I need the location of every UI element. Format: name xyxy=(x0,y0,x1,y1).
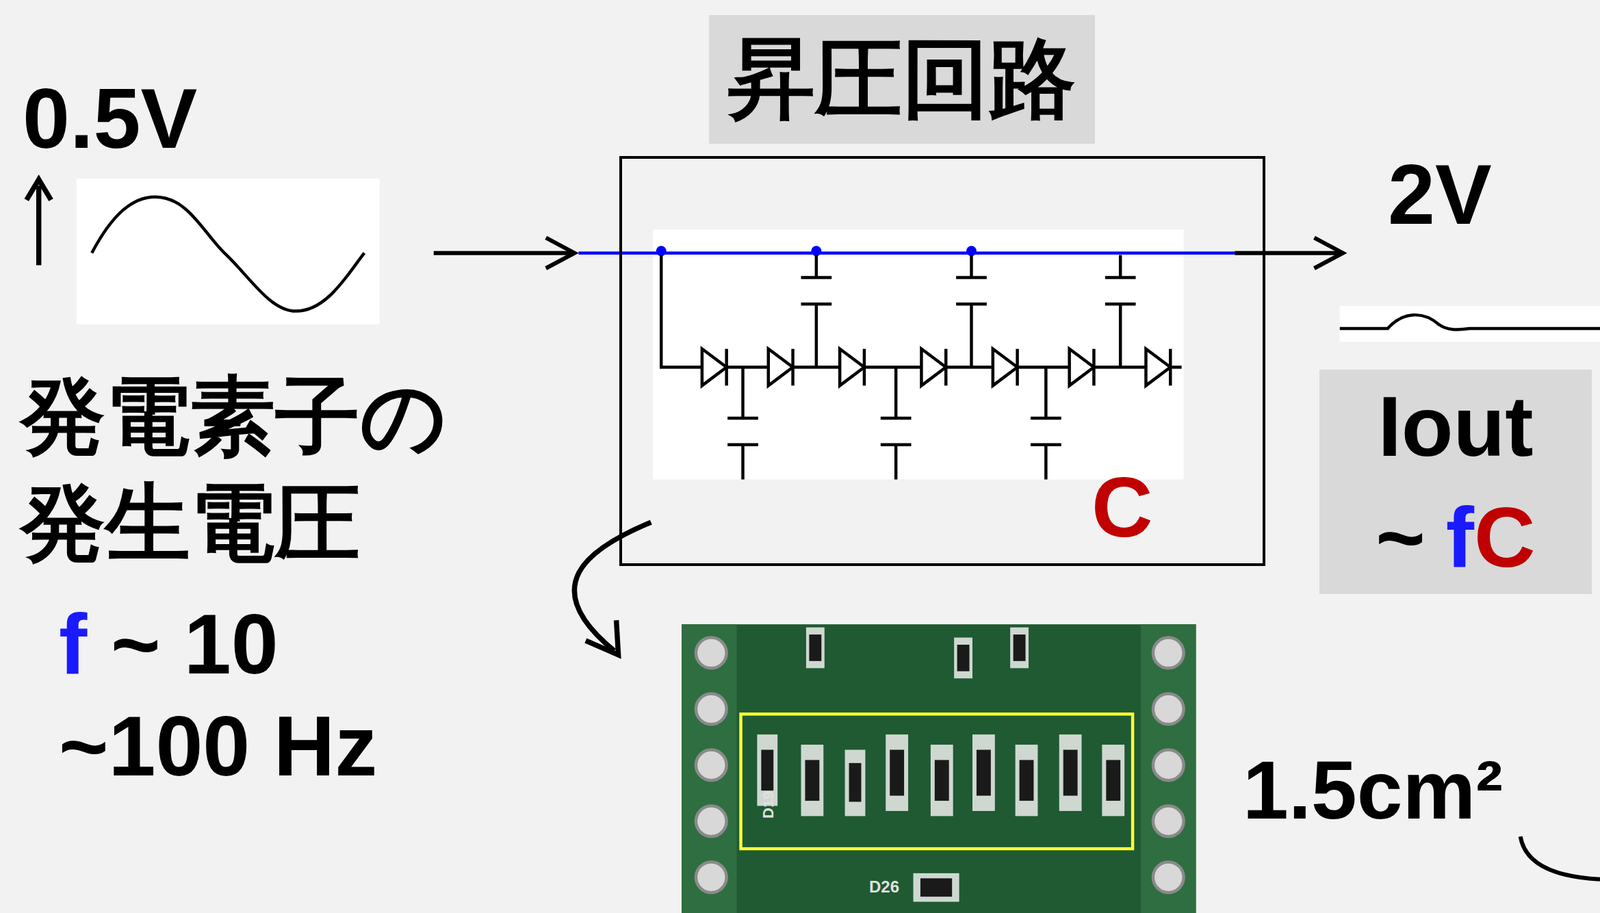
capacitance-symbol: C xyxy=(1091,464,1154,550)
circuit-box: C xyxy=(619,156,1266,566)
title-text: 昇圧回路 xyxy=(728,31,1076,128)
caption-text: 発電素子の 発生電圧 xyxy=(20,362,514,577)
current-label: Iout xyxy=(1377,383,1533,469)
formula-row: ~fC xyxy=(1375,494,1535,580)
frequency-range: ~ 10 xyxy=(110,601,279,687)
frequency-symbol: f xyxy=(1446,494,1475,580)
part-number: D26 xyxy=(869,878,900,896)
board-area: 1.5cm² xyxy=(1242,748,1503,831)
approx-sign: ~ xyxy=(1375,494,1425,580)
frequency-symbol: f xyxy=(58,601,87,687)
title-box: 昇圧回路 xyxy=(708,15,1095,144)
capacitance-symbol: C xyxy=(1474,494,1536,580)
part-number: D19 xyxy=(760,791,777,819)
frequency-range: ~100 Hz xyxy=(58,703,378,789)
input-voltage: 0.5V xyxy=(22,75,198,161)
current-box: Iout ~fC xyxy=(1319,369,1592,595)
output-voltage: 2V xyxy=(1387,151,1492,237)
